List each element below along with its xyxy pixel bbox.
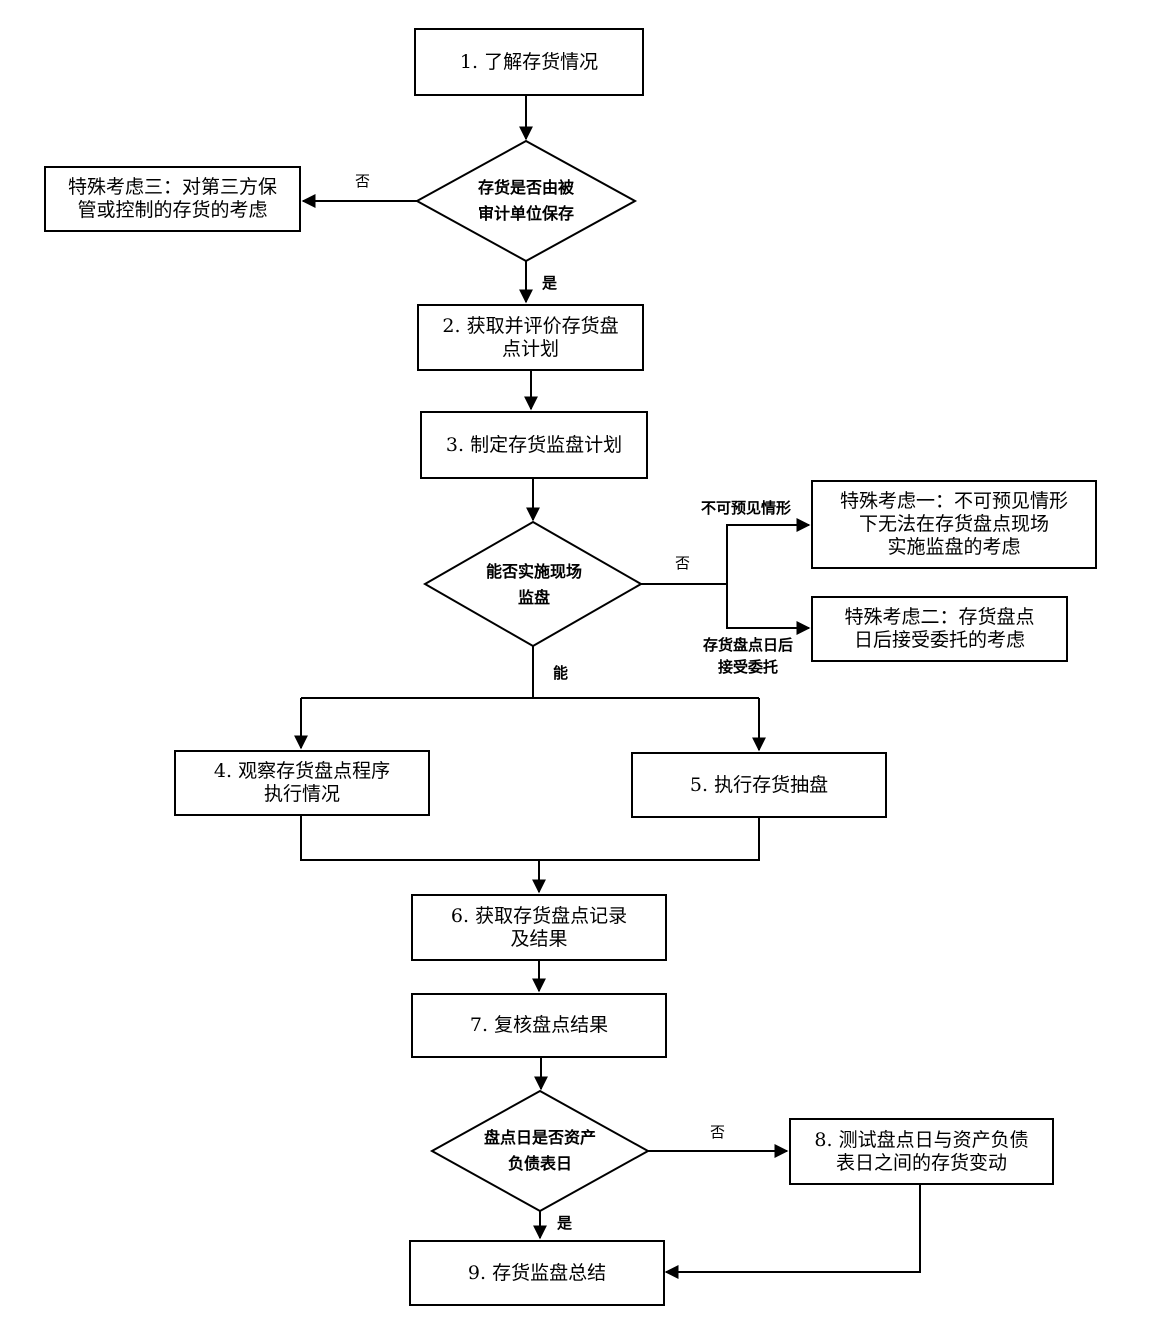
special-consideration-1-box: 特殊考虑一：不可预见情形 下无法在存货盘点现场 实施监盘的考虑 (811, 480, 1097, 569)
edge-label-d2-can: 能 (553, 664, 569, 682)
step-9-box: 9. 存货监盘总结 (409, 1240, 665, 1306)
step-8-box: 8. 测试盘点日与资产负债 表日之间的存货变动 (789, 1118, 1054, 1185)
step-5-box: 5. 执行存货抽盘 (631, 752, 887, 818)
special-consideration-2-box: 特殊考虑二：存货盘点 日后接受委托的考虑 (811, 596, 1068, 662)
edge-label-d1-yes: 是 (542, 274, 558, 292)
edge-label-d2-no: 否 (675, 554, 691, 572)
step-3-box: 3. 制定存货监盘计划 (420, 411, 648, 479)
arrow-s8-s9 (664, 1184, 921, 1279)
arrow-d2-sp1 (726, 518, 811, 584)
step-6-box: 6. 获取存货盘点记录 及结果 (411, 894, 667, 961)
decision-2-label: 能否实施现场 监盘 (485, 562, 582, 607)
step-7-box: 7. 复核盘点结果 (411, 993, 667, 1058)
connector-merge (300, 815, 760, 861)
special-consideration-3-box: 特殊考虑三：对第三方保 管或控制的存货的考虑 (44, 166, 301, 232)
step-4-box: 4. 观察存货盘点程序 执行情况 (174, 750, 430, 816)
edge-label-d1-no: 否 (355, 172, 371, 190)
edge-label-d3-yes: 是 (557, 1214, 573, 1232)
edge-label-d3-no: 否 (710, 1123, 726, 1141)
step-2-box: 2. 获取并评价存货盘 点计划 (417, 304, 644, 371)
decision-3-label: 盘点日是否资产 负债表日 (483, 1128, 596, 1173)
arrow-d2-sp2 (726, 584, 811, 635)
edge-label-after-date: 存货盘点日后 接受委托 (703, 636, 794, 676)
edge-label-unforeseen: 不可预见情形 (701, 499, 792, 517)
decision-1-label: 存货是否由被 审计单位保存 (477, 178, 574, 223)
step-1-box: 1. 了解存货情况 (414, 28, 644, 96)
